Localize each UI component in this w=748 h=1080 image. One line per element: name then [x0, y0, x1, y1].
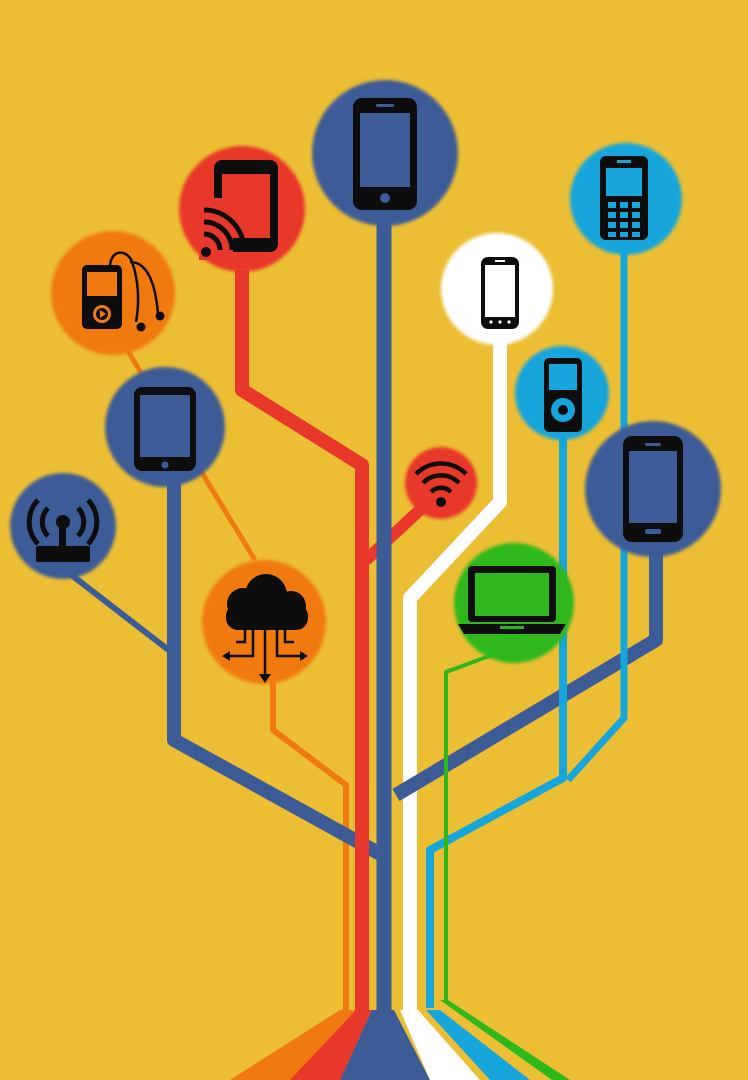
node-large-smartphone: [585, 421, 721, 557]
branch-navy-router: [63, 567, 177, 658]
node-tablet: [105, 367, 225, 487]
tablet-icon: [134, 387, 196, 471]
smartphone-icon: [353, 98, 417, 210]
branch-navy-tablet: [167, 470, 386, 862]
node-white-smartphone: [441, 233, 553, 345]
trunk-base: [230, 1000, 570, 1080]
white-smartphone-icon: [481, 257, 519, 329]
laptop-icon: [458, 566, 566, 634]
node-cast-tablet: [179, 146, 305, 272]
branch-green-laptop: [444, 653, 493, 1000]
node-cloud-network: [202, 560, 326, 684]
node-laptop: [454, 543, 574, 663]
large-smartphone-icon: [623, 436, 683, 542]
node-mp3-player: [51, 231, 175, 355]
branch-white-phone: [403, 340, 507, 1012]
branch-cyan-feature-phone: [565, 250, 628, 783]
node-smartphone: [312, 80, 458, 226]
wifi-icon: [414, 461, 468, 507]
node-wifi: [405, 447, 477, 519]
wireless-router-icon: [26, 498, 100, 562]
branch-red-cast: [235, 270, 369, 1012]
node-ipod: [515, 346, 609, 440]
feature-phone-icon: [600, 156, 648, 240]
ipod-icon: [544, 358, 582, 432]
cloud-network-icon: [222, 574, 308, 683]
branch-navy-large-phone: [392, 540, 663, 802]
branches: [63, 220, 663, 1012]
mp3-player-earphones-icon: [82, 251, 165, 332]
cast-tablet-icon: [199, 160, 278, 260]
branch-orange-cloud: [270, 670, 349, 1010]
node-wireless-router: [10, 473, 116, 579]
node-feature-phone: [570, 143, 682, 255]
